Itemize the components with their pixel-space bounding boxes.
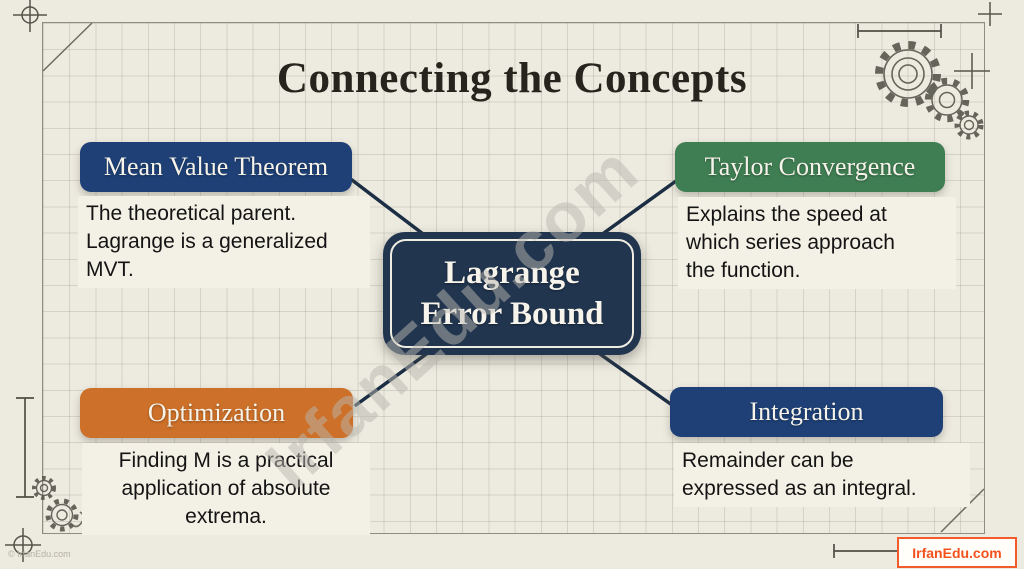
brand-badge: IrfanEdu.com xyxy=(897,537,1017,568)
center-node-inner-border xyxy=(390,239,634,348)
node-optimization: Optimization xyxy=(80,388,353,438)
description-integration: Remainder can be expressed as an integra… xyxy=(674,443,970,507)
node-taylor-convergence: Taylor Convergence xyxy=(675,142,945,192)
description-mean-value-theorem: The theoretical parent. Lagrange is a ge… xyxy=(78,196,370,288)
description-taylor-convergence: Explains the speed at which series appro… xyxy=(678,197,956,289)
node-label: Mean Value Theorem xyxy=(103,152,329,181)
description-optimization: Finding M is a practical application of … xyxy=(82,443,370,535)
node-lagrange-error-bound: Lagrange Error Bound xyxy=(383,232,641,355)
node-mean-value-theorem: Mean Value Theorem xyxy=(80,142,352,192)
node-label: Taylor Convergence xyxy=(704,152,916,181)
node-label: Integration xyxy=(749,397,864,426)
node-integration: Integration xyxy=(670,387,943,437)
copyright-text: © IrfanEdu.com xyxy=(8,549,71,559)
center-node-label: Lagrange Error Bound xyxy=(420,255,604,332)
measure-line-icon xyxy=(833,544,897,558)
measure-line-icon xyxy=(16,397,34,498)
page-title: Connecting the Concepts xyxy=(276,55,748,102)
node-label: Optimization xyxy=(147,398,286,427)
